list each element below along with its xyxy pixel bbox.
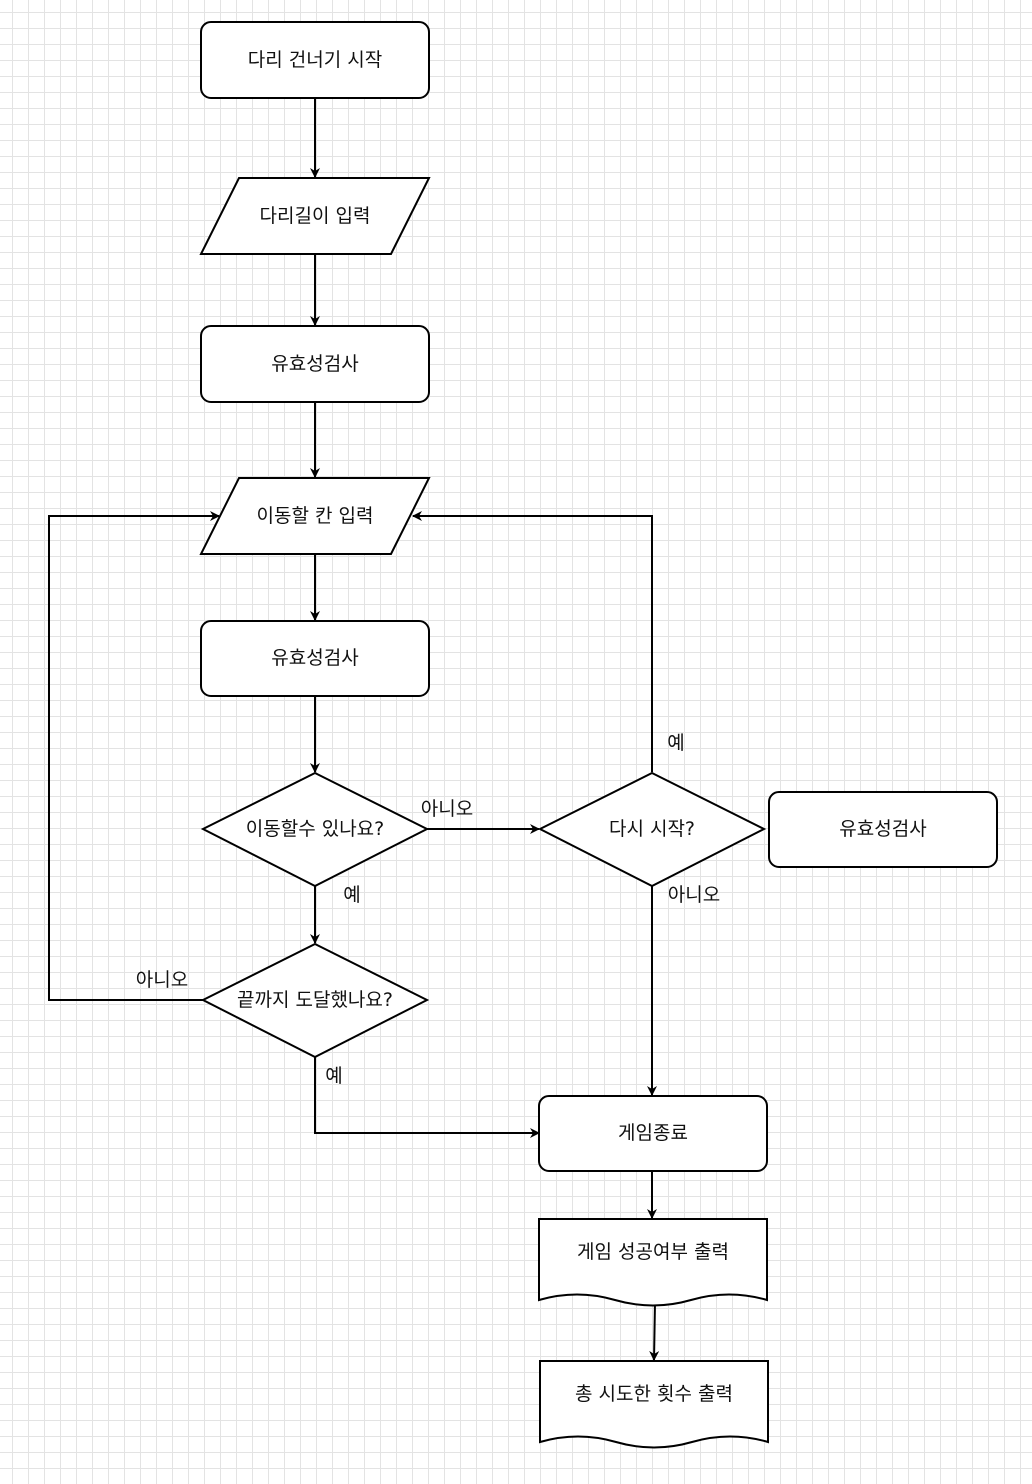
edge-label-can-move-yes: 예 — [343, 884, 360, 906]
node-can-move: 이동할수 있나요? — [200, 771, 430, 888]
node-print-result: 게임 성공여부 출력 — [538, 1218, 768, 1307]
edges — [48, 98, 660, 1361]
edge-labels: 아니오 예 예 아니오 아니오 예 — [136, 732, 720, 1087]
node-can-move-label: 이동할수 있나요? — [246, 818, 385, 840]
node-print-result-label: 게임 성공여부 출력 — [577, 1241, 729, 1263]
edge-print-result-to-print-attempts — [649, 1301, 660, 1361]
edge-label-can-move-no: 아니오 — [421, 798, 473, 820]
node-start: 다리 건너기 시작 — [200, 21, 430, 99]
node-validate-2: 유효성검사 — [200, 620, 430, 697]
node-validate-1-label: 유효성검사 — [271, 353, 358, 375]
node-validate-1: 유효성검사 — [200, 325, 430, 403]
node-input-length-label: 다리길이 입력 — [260, 205, 371, 227]
edge-label-retry-yes: 예 — [667, 732, 684, 754]
node-reached-end-label: 끝까지 도달했나요? — [237, 989, 393, 1011]
edge-retry-yes-loop — [412, 511, 653, 772]
node-print-attempts: 총 시도한 횟수 출력 — [539, 1360, 769, 1449]
edge-reached-end-to-game-end — [314, 1057, 540, 1138]
node-input-move-label: 이동할 칸 입력 — [257, 505, 374, 527]
node-input-move: 이동할 칸 입력 — [199, 477, 431, 555]
edge-label-reached-no: 아니오 — [136, 969, 188, 991]
node-retry-label: 다시 시작? — [609, 818, 695, 840]
node-retry: 다시 시작? — [537, 771, 767, 888]
node-start-label: 다리 건너기 시작 — [248, 49, 382, 71]
node-game-end-label: 게임종료 — [618, 1122, 688, 1144]
node-game-end: 게임종료 — [538, 1095, 768, 1172]
node-print-attempts-label: 총 시도한 횟수 출력 — [575, 1383, 733, 1405]
node-validate-3: 유효성검사 — [768, 791, 998, 868]
node-validate-2-label: 유효성검사 — [271, 647, 358, 669]
edge-reached-end-no-loop — [48, 511, 220, 1001]
node-validate-3-label: 유효성검사 — [839, 818, 926, 840]
node-input-length: 다리길이 입력 — [199, 177, 431, 255]
edge-label-reached-yes: 예 — [325, 1065, 342, 1087]
node-reached-end: 끝까지 도달했나요? — [200, 942, 430, 1059]
edge-label-retry-no: 아니오 — [668, 884, 720, 906]
